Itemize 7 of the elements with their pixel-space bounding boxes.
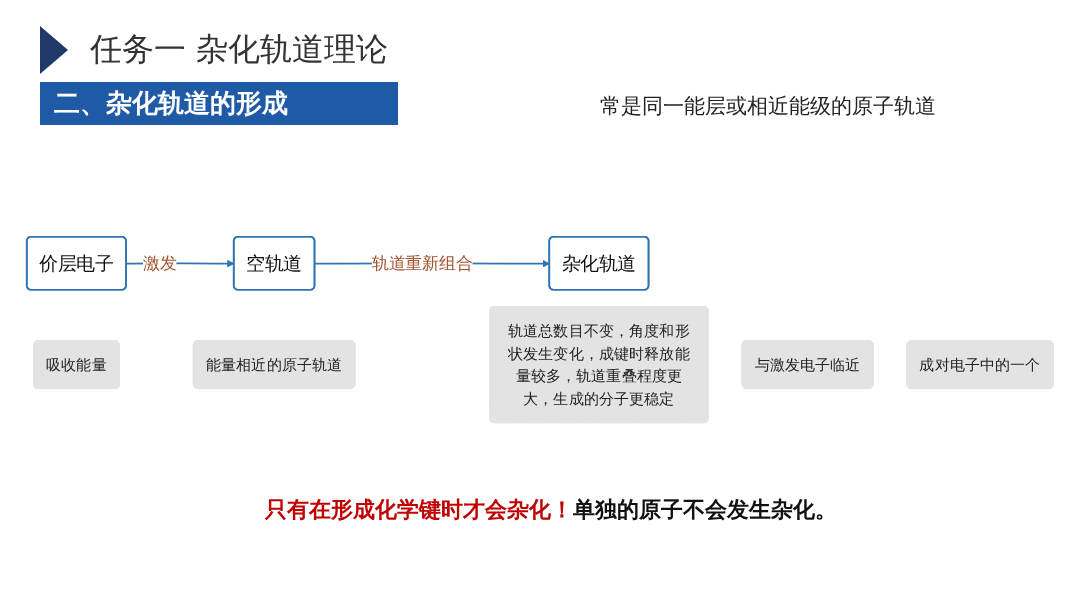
edge-label: 轨道重新组合 bbox=[371, 253, 473, 274]
emphasis-text: 只有在形成化学键时才会杂化！ bbox=[265, 497, 573, 522]
note-text: 常是同一能层或相近能级的原子轨道 bbox=[600, 93, 937, 120]
section-heading: 二、杂化轨道的形成 bbox=[40, 82, 398, 125]
edge-label: 激发 bbox=[142, 253, 177, 274]
note-sentence: 单独的原子不会发生杂化。 bbox=[573, 497, 837, 522]
slide-title: 任务一 杂化轨道理论 bbox=[90, 29, 389, 70]
